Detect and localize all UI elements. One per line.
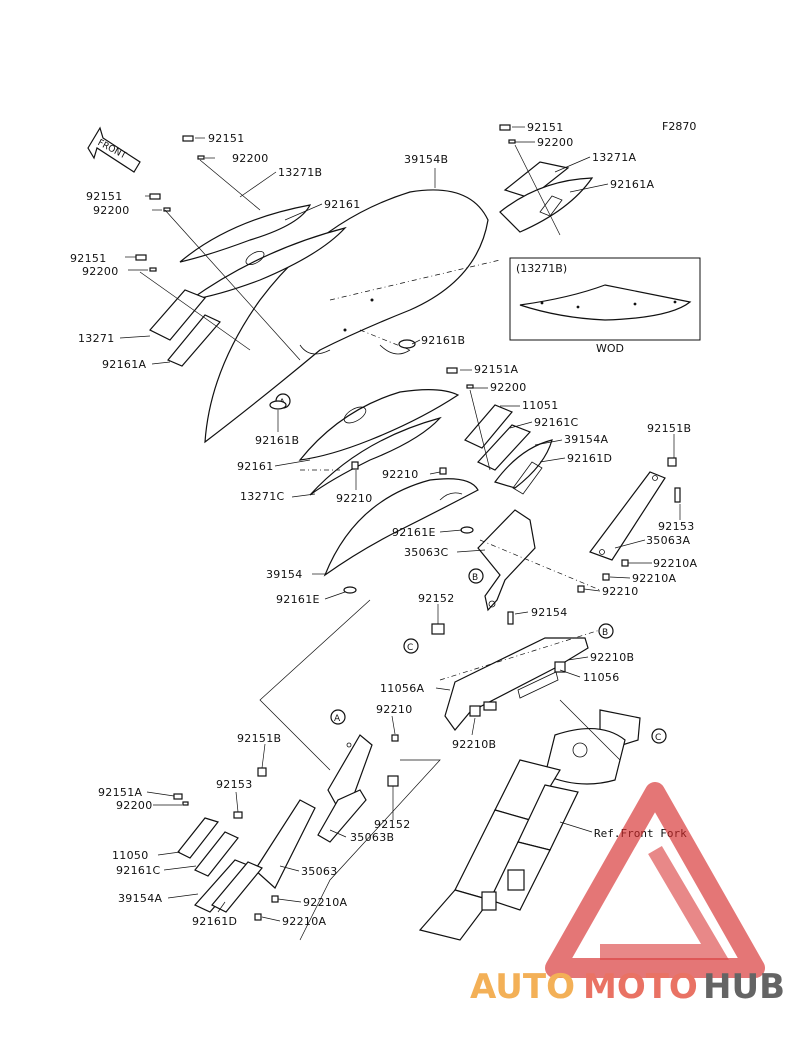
label-92161B: 92161B bbox=[421, 334, 465, 347]
label-92161C: 92161C bbox=[534, 416, 578, 429]
front-arrow-icon: FRONT bbox=[87, 126, 141, 173]
label-92161D: 92161D bbox=[567, 452, 612, 465]
label-92151: 92151 bbox=[527, 121, 564, 134]
label-35063B: 35063B bbox=[350, 831, 394, 844]
label-92161: 92161 bbox=[237, 460, 274, 473]
label-92200: 92200 bbox=[116, 799, 153, 812]
label-92161A: 92161A bbox=[610, 178, 654, 191]
label-92151A: 92151A bbox=[98, 786, 142, 799]
watermark-hub: HUB bbox=[703, 967, 785, 1007]
label-92161E: 92161E bbox=[392, 526, 436, 539]
label-92200: 92200 bbox=[232, 152, 269, 165]
label-35063A: 35063A bbox=[646, 534, 690, 547]
svg-text:C: C bbox=[655, 733, 661, 743]
label-92210B: 92210B bbox=[590, 651, 634, 664]
label-11051: 11051 bbox=[522, 399, 559, 412]
label-13271A: 13271A bbox=[592, 151, 636, 164]
label-92161C: 92161C bbox=[116, 864, 160, 877]
label-92210A: 92210A bbox=[282, 915, 326, 928]
label-92153: 92153 bbox=[216, 778, 253, 791]
label-92161B: 92161B bbox=[255, 434, 299, 447]
circle-C-left: C bbox=[403, 638, 419, 654]
label-92210: 92210 bbox=[376, 703, 413, 716]
svg-text:B: B bbox=[472, 573, 478, 583]
label-92151: 92151 bbox=[86, 190, 123, 203]
label-92152: 92152 bbox=[374, 818, 411, 831]
label-92161A: 92161A bbox=[102, 358, 146, 371]
windshield-39154B bbox=[204, 189, 489, 444]
watermark-moto: MOTO bbox=[583, 967, 698, 1007]
label-13271: 13271 bbox=[78, 332, 115, 345]
label-13271C: 13271C bbox=[240, 490, 284, 503]
hardware-icons bbox=[135, 124, 629, 921]
label-92151B: 92151B bbox=[647, 422, 691, 435]
label-92153: 92153 bbox=[658, 520, 695, 533]
circle-C-right: C bbox=[651, 728, 667, 744]
label-92210: 92210 bbox=[382, 468, 419, 481]
bracket-35063 bbox=[233, 734, 399, 889]
label-39154: 39154 bbox=[266, 568, 303, 581]
circle-B-upper: B bbox=[468, 568, 484, 584]
circle-B-lower: B bbox=[598, 623, 614, 639]
bracket-35063A bbox=[589, 457, 681, 561]
label-92200: 92200 bbox=[82, 265, 119, 278]
label-13271B: 13271B bbox=[278, 166, 322, 179]
inset-title: (13271B) bbox=[516, 262, 567, 275]
upper-deflector-13271B bbox=[179, 204, 347, 301]
watermark-auto: AUTO bbox=[470, 967, 575, 1007]
label-11056A: 11056A bbox=[380, 682, 424, 695]
label-92200: 92200 bbox=[490, 381, 527, 394]
panel-13271 bbox=[149, 289, 221, 367]
label-11056: 11056 bbox=[583, 671, 620, 684]
circle-A-lower: A bbox=[330, 709, 346, 725]
panel-13271A bbox=[499, 161, 594, 233]
label-92161D: 92161D bbox=[192, 915, 237, 928]
front-fork-illustration bbox=[418, 709, 641, 941]
label-92151A: 92151A bbox=[474, 363, 518, 376]
lower-shield-39154 bbox=[323, 478, 479, 577]
part-labels: 92151 92200 13271B 39154B 92151 92200 92… bbox=[70, 121, 697, 928]
label-92210: 92210 bbox=[602, 585, 639, 598]
label-39154A: 39154A bbox=[564, 433, 608, 446]
label-92210A: 92210A bbox=[303, 896, 347, 909]
svg-text:A: A bbox=[334, 714, 341, 724]
label-35063C: 35063C bbox=[404, 546, 448, 559]
label-92210A: 92210A bbox=[632, 572, 676, 585]
label-92210B: 92210B bbox=[452, 738, 496, 751]
label-11050: 11050 bbox=[112, 849, 149, 862]
mid-deflector bbox=[298, 389, 460, 496]
label-92210: 92210 bbox=[336, 492, 373, 505]
label-39154A: 39154A bbox=[118, 892, 162, 905]
panel-11050 bbox=[177, 817, 263, 913]
assembly-lines bbox=[259, 259, 621, 941]
leader-lines bbox=[119, 126, 681, 922]
label-92151: 92151 bbox=[208, 132, 245, 145]
label-92210A: 92210A bbox=[653, 557, 697, 570]
figure-id: F2870 bbox=[662, 120, 696, 133]
label-92152: 92152 bbox=[418, 592, 455, 605]
automotohub-watermark: AUTO MOTO HUB bbox=[470, 782, 785, 1007]
label-92151: 92151 bbox=[70, 252, 107, 265]
inset-caption: WOD bbox=[596, 342, 624, 355]
label-92161: 92161 bbox=[324, 198, 361, 211]
label-92151B: 92151B bbox=[237, 732, 281, 745]
svg-text:B: B bbox=[602, 628, 608, 638]
bar-11056 bbox=[444, 637, 589, 731]
label-92200: 92200 bbox=[537, 136, 574, 149]
label-92200: 92200 bbox=[93, 204, 130, 217]
label-39154B: 39154B bbox=[404, 153, 448, 166]
label-92154: 92154 bbox=[531, 606, 568, 619]
bracket-35063C bbox=[477, 509, 536, 612]
label-92161E: 92161E bbox=[276, 593, 320, 606]
inset-13271B: (13271B) WOD bbox=[509, 257, 701, 355]
svg-text:C: C bbox=[407, 643, 413, 653]
label-35063: 35063 bbox=[301, 865, 338, 878]
